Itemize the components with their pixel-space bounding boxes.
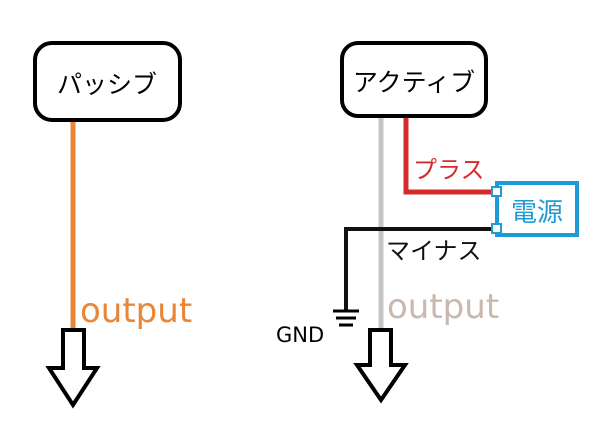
- power-minus-terminal: [491, 223, 502, 234]
- power-plus-terminal: [491, 186, 502, 197]
- power-supply-box: [495, 181, 579, 237]
- active-output-label: output: [387, 287, 499, 327]
- passive-section: パッシブ output: [33, 41, 192, 409]
- active-plus-wire: [403, 114, 497, 195]
- power-supply: 電源: [491, 181, 579, 237]
- passive-box: [33, 41, 182, 122]
- passive-output-label: output: [80, 291, 192, 331]
- gnd-label: GND: [276, 323, 324, 347]
- active-box: [340, 41, 488, 118]
- passive-box-label: パッシブ: [57, 70, 157, 99]
- ground-icon: [333, 309, 359, 327]
- active-plus-label: プラス: [413, 156, 485, 184]
- active-minus-label: マイナス: [386, 237, 482, 265]
- active-output-arrow-icon: [353, 328, 409, 404]
- active-minus-wire: [344, 227, 497, 310]
- active-section: アクティブ プラス マイナス 電源 GND output: [276, 41, 579, 404]
- active-box-label: アクティブ: [353, 68, 475, 97]
- passive-output-arrow-icon: [45, 328, 101, 409]
- power-supply-label: 電源: [511, 198, 563, 228]
